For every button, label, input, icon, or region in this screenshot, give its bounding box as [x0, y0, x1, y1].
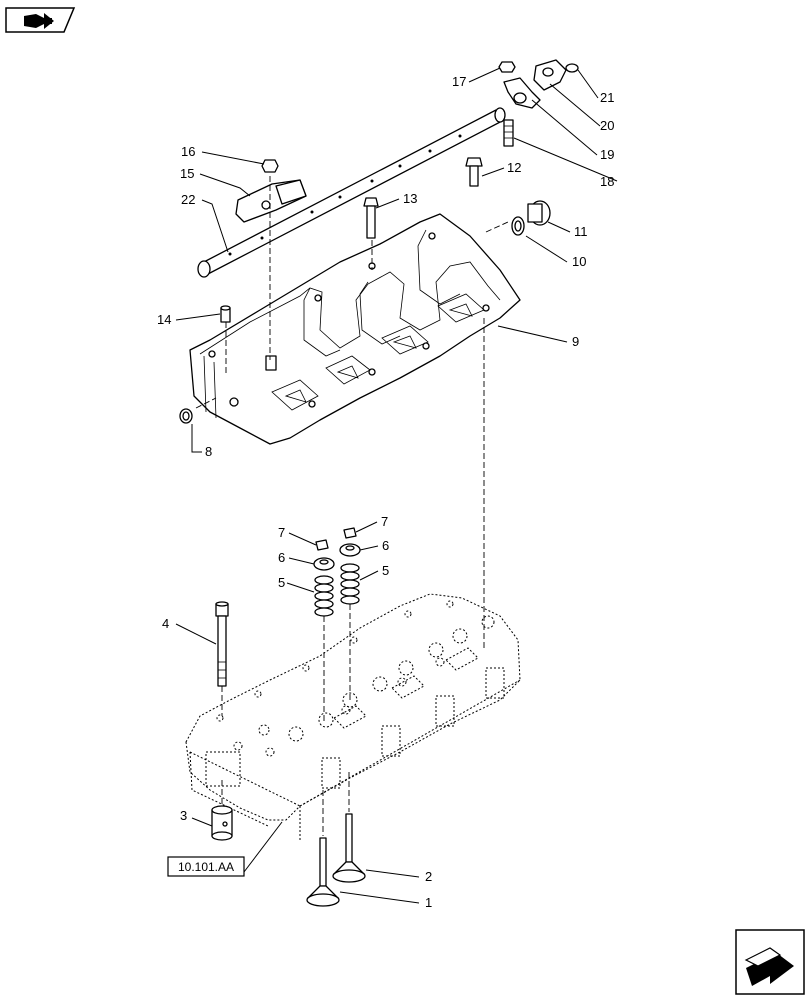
- callout-11: 11: [574, 224, 588, 239]
- spring-retainer-right: [339, 543, 361, 557]
- cylinder-head-bolt: [215, 601, 229, 687]
- callout-13: 13: [403, 191, 417, 206]
- oil-filler-plug: [527, 200, 551, 226]
- callout-3: 3: [180, 808, 187, 823]
- leader-lines: [175, 67, 618, 904]
- callout-19: 19: [600, 147, 614, 162]
- callout-2: 2: [425, 869, 432, 884]
- rocker-nut: [498, 61, 516, 73]
- callout-6-left: 6: [278, 550, 285, 565]
- valve-collets-right: [343, 527, 357, 539]
- valve-cover-housing: [189, 213, 521, 445]
- callout-6-right: 6: [382, 538, 389, 553]
- bolt-13: [363, 197, 379, 239]
- next-page-arrow-icon[interactable]: [735, 929, 805, 995]
- adjusting-screw: [503, 119, 514, 147]
- cup-plug: [179, 408, 193, 424]
- valve-spring-right: [340, 563, 360, 605]
- callout-12: 12: [507, 160, 521, 175]
- callout-15: 15: [180, 166, 194, 181]
- rocker-arm: [503, 77, 541, 109]
- spring-retainer-left: [313, 557, 335, 571]
- callout-16: 16: [181, 144, 195, 159]
- callout-8: 8: [205, 444, 212, 459]
- dowel-pin: [220, 305, 231, 323]
- callout-5-right: 5: [382, 563, 389, 578]
- valve-spring-left: [314, 575, 334, 617]
- callout-10: 10: [572, 254, 586, 269]
- cylinder-head-outline: [185, 593, 521, 840]
- injector-sleeve: [211, 805, 233, 841]
- callout-7-right: 7: [381, 514, 388, 529]
- callout-9: 9: [572, 334, 579, 349]
- seal-ring: [511, 216, 525, 236]
- assembly-center-lines: [195, 176, 509, 836]
- callout-7-left: 7: [278, 525, 285, 540]
- valve-collets-left: [315, 539, 329, 551]
- callout-17: 17: [452, 74, 466, 89]
- rocker-bracket: [235, 179, 307, 223]
- callout-labels: 1 2 3 4 5 5 6 6 7 7 8 9 10 11 12 13 14 1…: [157, 74, 614, 910]
- exhaust-valve: [332, 813, 366, 883]
- callout-5-left: 5: [278, 575, 285, 590]
- reference-box[interactable]: 10.101.AA: [167, 856, 245, 877]
- book-with-arrow-icon[interactable]: [5, 7, 76, 33]
- reference-box-label[interactable]: 10.101.AA: [178, 860, 234, 874]
- callout-1: 1: [425, 895, 432, 910]
- callout-14: 14: [157, 312, 171, 327]
- rocker-cap: [565, 63, 579, 73]
- callout-22: 22: [181, 192, 195, 207]
- callout-18: 18: [600, 174, 614, 189]
- callout-21: 21: [600, 90, 614, 105]
- bracket-nut: [261, 159, 279, 173]
- intake-valve: [306, 837, 340, 907]
- callout-4: 4: [162, 616, 169, 631]
- rocker-arm-right: [533, 59, 567, 91]
- callout-20: 20: [600, 118, 614, 133]
- bolt-12: [465, 157, 483, 187]
